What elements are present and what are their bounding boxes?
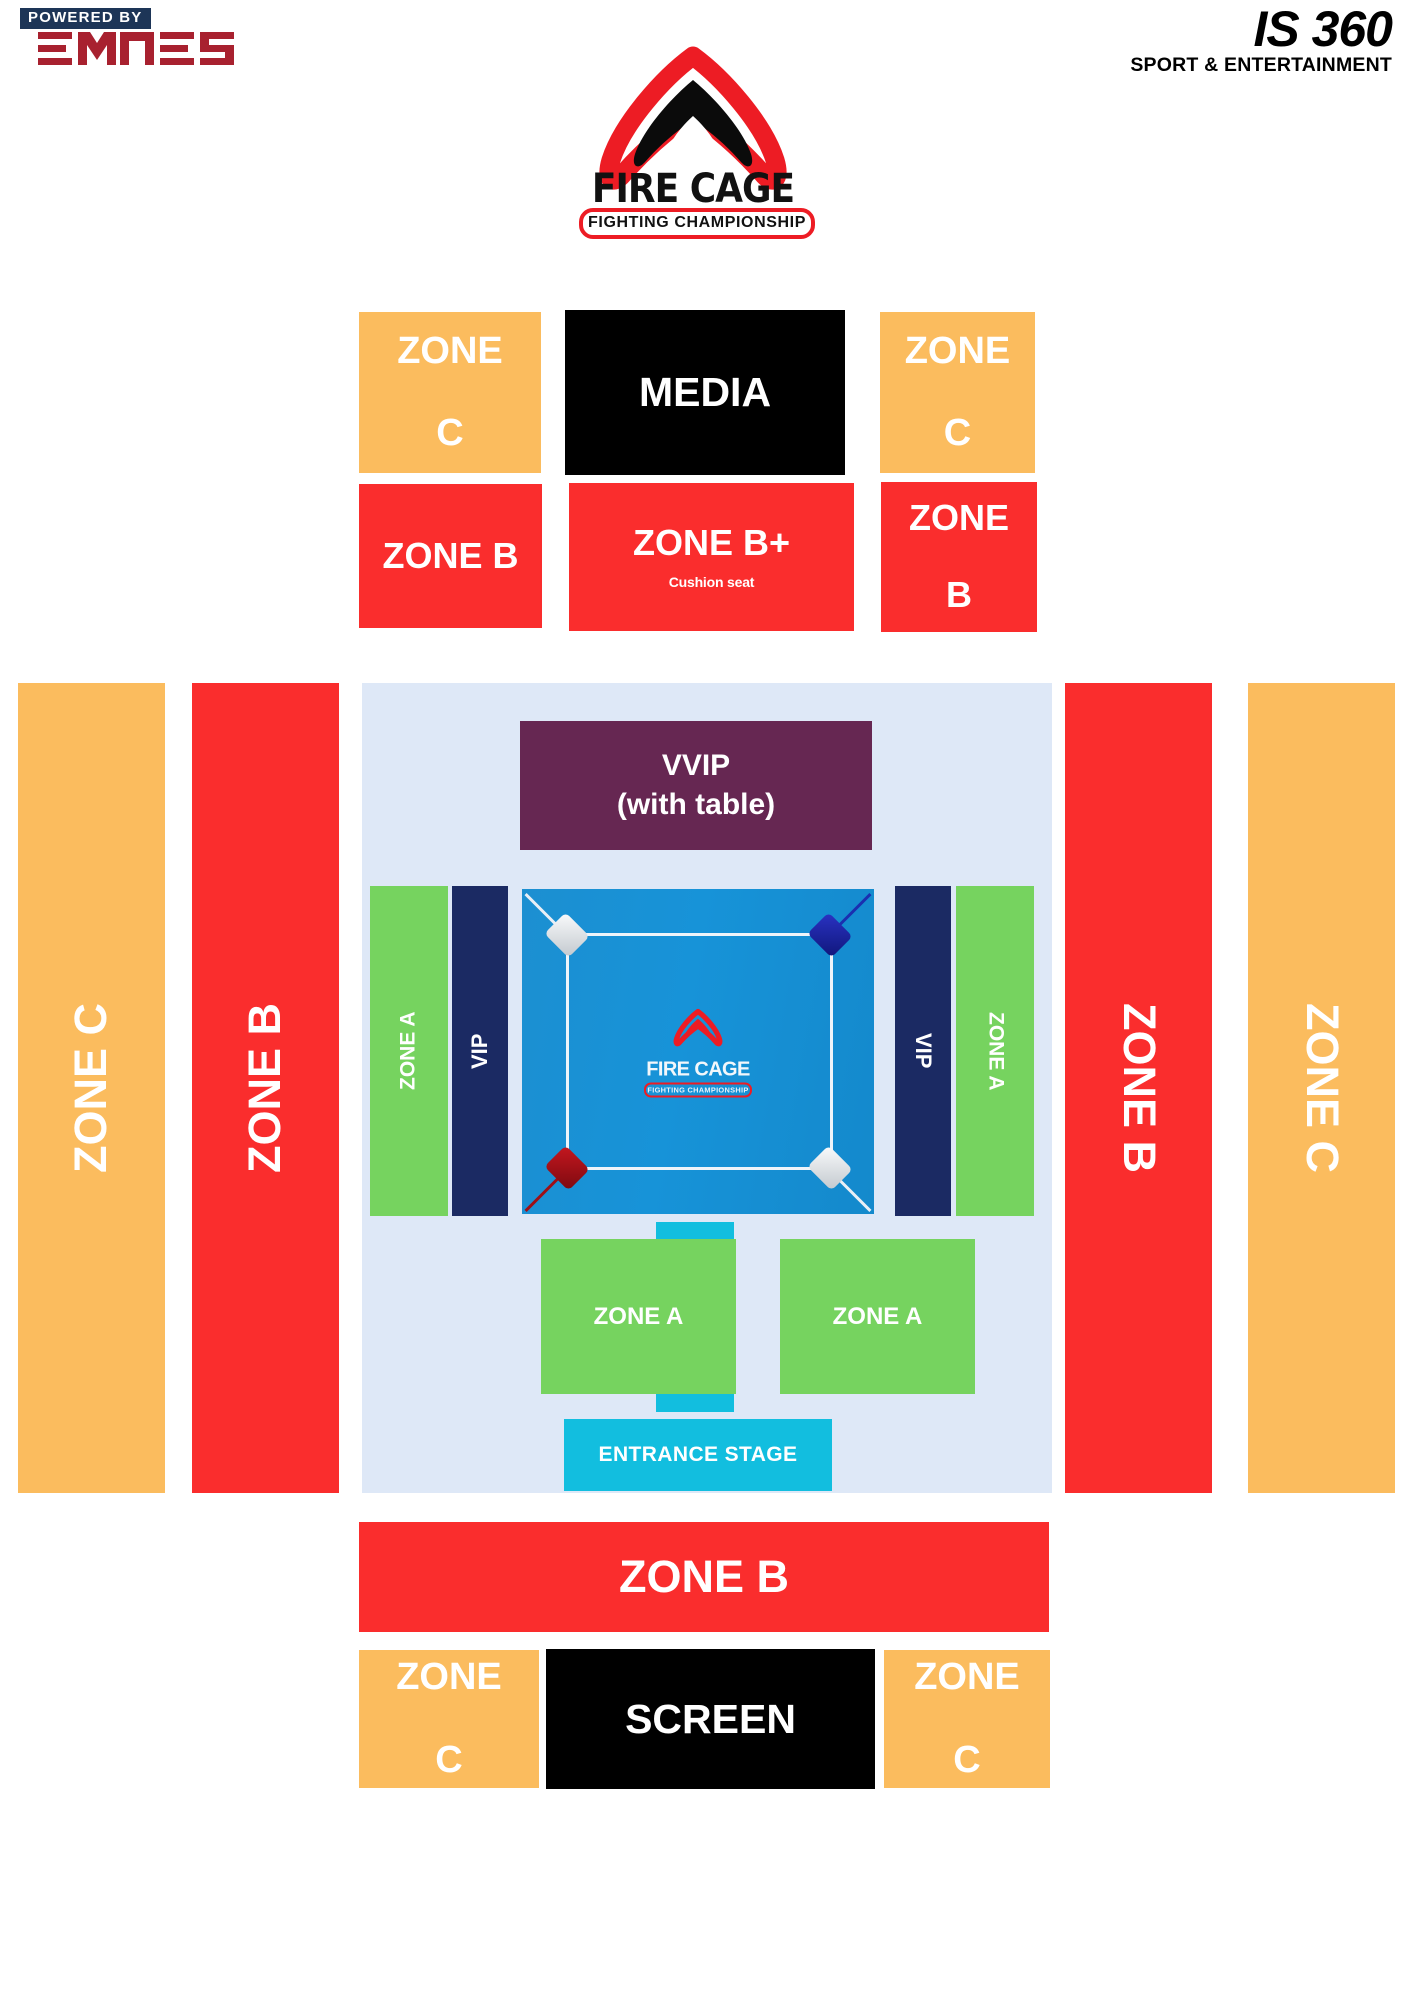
- firecage-event-logo: FIRE CAGE FIGHTING CHAMPIONSHIP: [543, 38, 843, 239]
- zone-label: ZONE A: [984, 1011, 1008, 1091]
- zone-label-line2: C: [953, 1738, 981, 1781]
- zone-b-right-bar[interactable]: ZONE B: [1065, 683, 1212, 1493]
- entrance-stage-label: ENTRANCE STAGE: [598, 1442, 798, 1466]
- zone-c-top-left[interactable]: ZONE C: [359, 312, 541, 473]
- zone-c-bottom-left[interactable]: ZONE C: [359, 1650, 539, 1788]
- vip-right-strip[interactable]: VIP: [895, 886, 951, 1216]
- zone-label-line1: ZONE: [396, 1656, 502, 1699]
- ring-logo-title: FIRE CAGE: [646, 1058, 750, 1080]
- vip-label: VIP: [467, 1033, 493, 1069]
- screen-label: SCREEN: [625, 1695, 796, 1742]
- cushion-seat-note: Cushion seat: [668, 573, 755, 590]
- zone-label: ZONE B: [618, 1550, 789, 1602]
- zone-label: ZONE B: [239, 1003, 291, 1174]
- powered-by-label: POWERED BY: [20, 8, 151, 29]
- zone-label: ZONE A: [396, 1011, 420, 1091]
- vip-left-strip[interactable]: VIP: [452, 886, 508, 1216]
- is360-name: IS 360: [1253, 1, 1393, 57]
- zone-b-left-bar[interactable]: ZONE B: [192, 683, 339, 1493]
- vip-label: VIP: [910, 1033, 936, 1069]
- zone-c-left-bar[interactable]: ZONE C: [18, 683, 165, 1493]
- vvip-label: VVIP: [661, 749, 731, 783]
- zone-label: ZONE A: [832, 1302, 923, 1330]
- vvip-sublabel: (with table): [616, 787, 776, 821]
- firecage-chevron-icon: [599, 46, 787, 190]
- zone-label: ZONE B: [382, 534, 519, 576]
- zone-c-bottom-right[interactable]: ZONE C: [884, 1650, 1050, 1788]
- emnes-wordmark-icon: [38, 32, 234, 65]
- zone-a-lower-right[interactable]: ZONE A: [780, 1239, 975, 1394]
- zone-b-top-left[interactable]: ZONE B: [359, 484, 542, 628]
- zone-label: ZONE A: [593, 1302, 684, 1330]
- zone-c-top-right[interactable]: ZONE C: [880, 312, 1035, 473]
- zone-a-right-strip[interactable]: ZONE A: [956, 886, 1034, 1216]
- firecage-title: FIRE CAGE: [591, 166, 795, 212]
- zone-a-lower-left[interactable]: ZONE A: [541, 1239, 736, 1394]
- screen-block[interactable]: SCREEN: [546, 1649, 875, 1789]
- zone-label: ZONE B: [1113, 1002, 1165, 1173]
- zone-a-left-strip[interactable]: ZONE A: [370, 886, 448, 1216]
- media-block[interactable]: MEDIA: [565, 310, 845, 475]
- zone-label-line2: C: [436, 412, 464, 455]
- zone-b-bottom-band[interactable]: ZONE B: [359, 1522, 1049, 1632]
- zone-label-line1: ZONE: [908, 496, 1009, 538]
- zone-c-right-bar[interactable]: ZONE C: [1248, 683, 1395, 1493]
- zone-label-line1: ZONE: [397, 329, 503, 372]
- firecage-chevron-icon: [673, 1008, 723, 1046]
- is360-logo: IS 360 SPORT & ENTERTAINMENT: [1102, 1, 1393, 96]
- ring-rope-bottom: [552, 1167, 844, 1170]
- ring-center-logo: FIRE CAGE FIGHTING CHAMPIONSHIP: [618, 1006, 778, 1097]
- ring-rope-right: [830, 933, 833, 1169]
- zone-label-line2: B: [945, 574, 972, 616]
- zone-b-top-right[interactable]: ZONE B: [881, 482, 1037, 632]
- zone-label-line2: C: [943, 412, 972, 455]
- zone-label: ZONE C: [1296, 1002, 1348, 1173]
- zone-label-line1: ZONE: [904, 329, 1011, 372]
- ring-rope-left: [566, 933, 569, 1169]
- entrance-stage[interactable]: ENTRANCE STAGE: [564, 1419, 832, 1491]
- zone-label-line2: C: [435, 1738, 463, 1781]
- is360-tagline: SPORT & ENTERTAINMENT: [1130, 54, 1392, 76]
- zone-label-line1: ZONE: [914, 1656, 1020, 1699]
- zone-label: ZONE B+: [632, 522, 791, 563]
- ring-rope-top: [552, 933, 844, 936]
- ring-logo-subtitle: FIGHTING CHAMPIONSHIP: [644, 1082, 752, 1097]
- vvip-block[interactable]: VVIP (with table): [520, 721, 872, 850]
- media-label: MEDIA: [638, 369, 772, 416]
- boxing-ring[interactable]: FIRE CAGE FIGHTING CHAMPIONSHIP: [522, 889, 874, 1214]
- zone-label: ZONE C: [65, 1003, 117, 1174]
- firecage-subtitle: FIGHTING CHAMPIONSHIP: [579, 208, 815, 239]
- emnes-logo: POWERED BY: [8, 4, 258, 70]
- zone-b-plus-block[interactable]: ZONE B+ Cushion seat: [569, 483, 854, 631]
